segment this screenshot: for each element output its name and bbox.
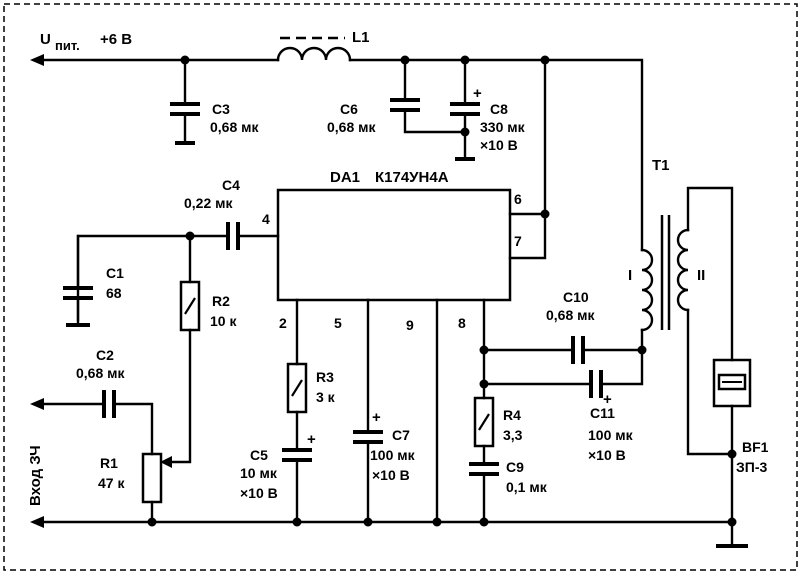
C5-value: 10 мк [240, 465, 278, 481]
C3-value: 0,68 мк [210, 119, 259, 135]
C6-ref: C6 [340, 101, 358, 117]
C1-value: 68 [106, 285, 122, 301]
R3-ref: R3 [316, 369, 334, 385]
C9-ref: C9 [506, 459, 524, 475]
R2-value: 10 к [210, 313, 237, 329]
BF1-value: ЗП-3 [736, 459, 767, 475]
T1-secondary: II [697, 267, 705, 284]
C9-value: 0,1 мк [506, 479, 548, 495]
C7-value: 100 мк [370, 447, 416, 463]
earpiece-BF1 [712, 358, 752, 524]
C8-voltage: ×10 В [480, 137, 518, 153]
C6-value: 0,68 мк [327, 119, 376, 135]
T1-primary: I [628, 267, 632, 284]
capacitor-C10 [482, 336, 647, 364]
R4-ref: R4 [503, 407, 521, 423]
inductor-L1 [276, 36, 352, 62]
C3-ref: C3 [212, 101, 230, 117]
ic-pin-6: 6 [514, 191, 522, 207]
R1-value: 47 к [98, 475, 125, 491]
C8-plus: + [473, 85, 482, 102]
C7-plus: + [372, 409, 381, 426]
C11-ref: C11 [590, 405, 615, 421]
ic-pin-8: 8 [458, 315, 466, 331]
R1-ref: R1 [100, 455, 118, 471]
supply-value: +6 В [100, 31, 132, 48]
capacitor-C3 [170, 58, 200, 145]
C5-plus: + [307, 431, 316, 448]
C4-ref: C4 [222, 177, 240, 193]
resistor-R2 [160, 234, 201, 468]
C5-ref: C5 [250, 447, 268, 463]
input-label: Вход ЗЧ [27, 445, 44, 506]
capacitor-C2 [30, 390, 154, 456]
BF1-ref: BF1 [742, 439, 769, 455]
C2-ref: C2 [96, 347, 114, 363]
ic-type: К174УН4А [375, 169, 449, 186]
C2-value: 0,68 мк [76, 365, 125, 381]
ic-name: DA1 [330, 169, 360, 186]
C10-ref: C10 [563, 289, 589, 305]
capacitor-C6 [390, 58, 467, 134]
C1-ref: C1 [106, 265, 124, 281]
frame-border [3, 3, 798, 571]
R4-value: 3,3 [503, 427, 523, 443]
potentiometer-R1 [141, 452, 163, 524]
C11-value: 100 мк [588, 427, 634, 443]
L1-ref: L1 [352, 29, 370, 46]
T1-ref: T1 [652, 157, 670, 174]
C11-voltage: ×10 В [588, 447, 626, 463]
capacitor-C1 [63, 234, 93, 327]
transformer-T1 [640, 186, 734, 456]
C5-voltage: ×10 В [240, 485, 278, 501]
ground-bus [30, 516, 748, 548]
C8-value: 330 мк [480, 119, 526, 135]
pins-6-7-wiring [508, 58, 550, 260]
C7-ref: C7 [392, 427, 410, 443]
supply-rail [30, 54, 644, 252]
R2-ref: R2 [212, 293, 230, 309]
C8-ref: C8 [490, 101, 508, 117]
ic-pin-7: 7 [514, 233, 522, 249]
resistor-R4 [473, 396, 495, 466]
ic-pin-4: 4 [262, 211, 270, 227]
C7-voltage: ×10 В [372, 467, 410, 483]
capacitor-C9 [469, 462, 499, 524]
C10-value: 0,68 мк [546, 307, 595, 323]
R3-value: 3 к [316, 389, 336, 405]
capacitor-C5 [282, 448, 312, 524]
C11-plus: + [603, 391, 612, 408]
ic-pin-2: 2 [279, 315, 287, 331]
ic-pin-9: 9 [406, 317, 414, 333]
supply-sub: пит. [55, 38, 80, 53]
ic-DA1-body [276, 188, 512, 302]
resistor-R3 [286, 298, 308, 452]
ic-pin-5: 5 [334, 315, 342, 331]
capacitor-C7 [353, 298, 383, 524]
C4-value: 0,22 мк [184, 195, 233, 211]
capacitor-C8 [450, 58, 480, 161]
supply-label: U [40, 31, 51, 48]
capacitor-C11 [482, 328, 644, 398]
